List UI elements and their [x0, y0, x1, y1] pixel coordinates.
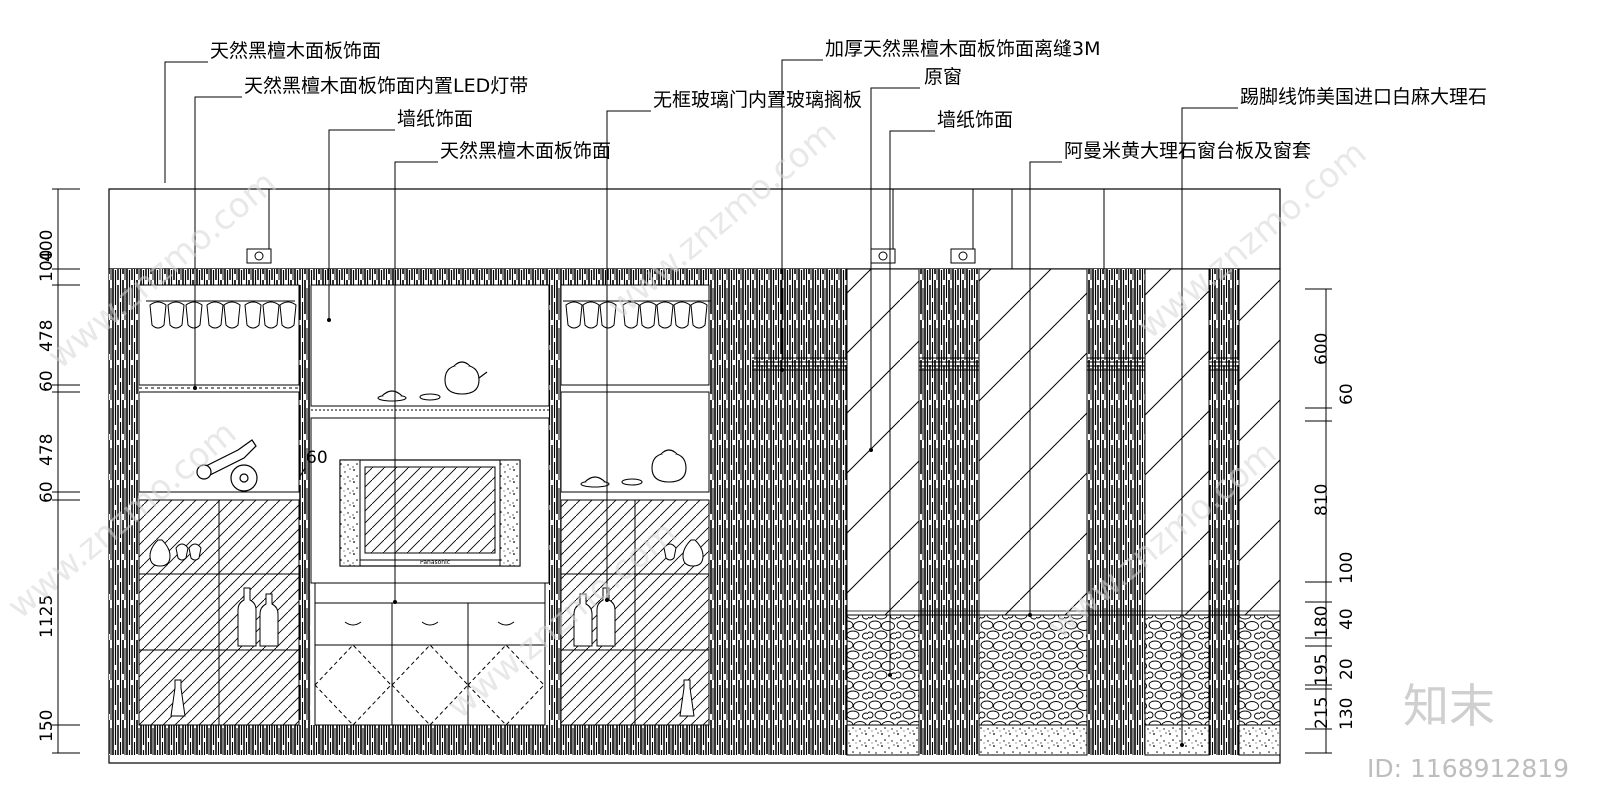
dim-right-60: 60	[1337, 383, 1357, 405]
ceiling-light-icon	[246, 248, 976, 264]
dim-left-400: 400	[37, 230, 57, 262]
wine-cannon-icon	[196, 439, 258, 492]
left-wood-frame	[109, 269, 719, 755]
dim-right-100: 100	[1337, 552, 1357, 584]
annotation-thick-wood-panel: 加厚天然黑檀木面板饰面离缝3M	[825, 38, 1100, 60]
dim-left-60a: 60	[37, 370, 57, 392]
dim-left-100: 100	[37, 250, 57, 282]
dim-right-195: 195	[1312, 654, 1332, 686]
dim-left-478a: 478	[37, 320, 57, 352]
annotation-wallpaper-2: 墙纸饰面	[937, 109, 1013, 131]
teapot-icon	[377, 361, 687, 488]
watermark-id: ID: 1168912819	[1367, 754, 1569, 783]
tv-brand-label: Panasonic	[420, 559, 450, 566]
right-column-shelves	[560, 284, 710, 726]
dim-right-130: 130	[1337, 698, 1357, 730]
dim-inline-leader	[298, 467, 306, 479]
left-dimension-chain	[52, 188, 80, 754]
annotation-sill-marble: 阿曼米黄大理石窗台板及窗套	[1064, 140, 1311, 162]
dim-inline-60: 60	[306, 448, 328, 468]
annotation-wood-panel-1: 天然黑檀木面板饰面	[210, 40, 381, 62]
dim-left-1125: 1125	[37, 595, 57, 638]
annotation-wood-panel-2: 天然黑檀木面板饰面	[440, 140, 611, 162]
watermark-logo: 知末	[1403, 679, 1495, 733]
dim-right-40: 40	[1337, 608, 1357, 630]
dim-left-150: 150	[37, 710, 57, 742]
ceiling-drops	[268, 189, 1105, 269]
annotation-wood-panel-led: 天然黑檀木面板饰面内置LED灯带	[244, 75, 528, 97]
dim-right-810: 810	[1312, 484, 1332, 516]
annotation-glass-door-shelf: 无框玻璃门内置玻璃搁板	[653, 89, 862, 111]
center-upper-shelf	[310, 284, 550, 411]
dim-left-478b: 478	[37, 434, 57, 466]
annotation-original-window: 原窗	[924, 66, 962, 88]
right-dimension-chain	[1305, 288, 1332, 754]
right-wall-section	[719, 268, 1281, 756]
dim-right-600: 600	[1312, 333, 1332, 365]
ceiling-band	[108, 188, 1281, 270]
tv-unit: Panasonic	[310, 417, 550, 584]
dim-left-60b: 60	[37, 481, 57, 503]
leader-dots	[193, 318, 1184, 747]
dim-right-180: 180	[1312, 606, 1332, 638]
annotation-skirting-marble: 踢脚线饰美国进口白麻大理石	[1240, 86, 1487, 108]
annotation-wallpaper-1: 墙纸饰面	[397, 108, 473, 130]
dim-right-20: 20	[1337, 658, 1357, 680]
wine-glass-icon	[149, 301, 708, 329]
lower-cabinet	[314, 582, 546, 726]
annotation-leaders	[164, 59, 1238, 745]
bottle-icon	[149, 539, 704, 717]
dim-right-215: 215	[1312, 697, 1332, 729]
